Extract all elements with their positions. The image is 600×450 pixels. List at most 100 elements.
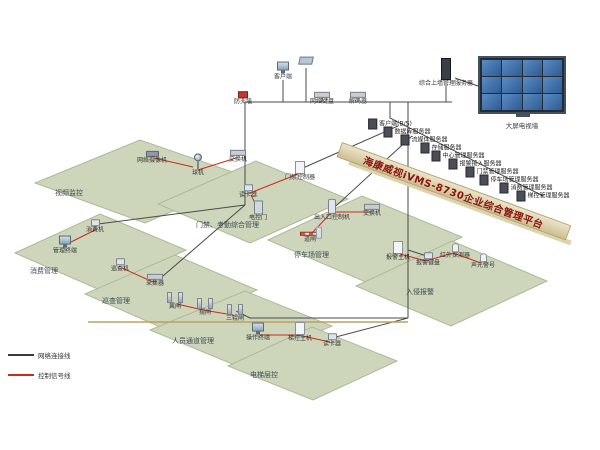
- legend: 网络连接线 控制信号线: [8, 345, 71, 385]
- wall-screen: [542, 77, 562, 93]
- device-parking-switch: 交换机: [362, 203, 382, 217]
- barrier-icon: [300, 226, 322, 239]
- net-line-8: [389, 102, 544, 197]
- device-label: 交换机: [228, 155, 248, 163]
- pos-icon: [115, 258, 125, 266]
- server-icon: [431, 150, 441, 162]
- chain-server-0: 客户端(B/S): [368, 118, 412, 130]
- device-elevator-reader: 读卡器: [323, 333, 341, 347]
- device-alarm-siren: 声光警号: [471, 253, 495, 269]
- platform-passage: [148, 290, 334, 367]
- platform-label-video: 视频监控: [55, 189, 83, 197]
- platform-label-consumption: 消费管理: [30, 267, 58, 275]
- device-patrol-reader: 巡查机: [111, 258, 129, 272]
- wall-screen: [502, 60, 522, 76]
- chain-server-6: 门禁管理服务器: [465, 166, 519, 178]
- pos-icon: [327, 333, 337, 341]
- device-label: 翼闸: [168, 303, 181, 311]
- laptop-icon: [298, 56, 314, 65]
- device-network-keyboard: 网络键盘: [309, 91, 335, 105]
- server-label: 存储服务器: [431, 144, 462, 151]
- detector-icon: [451, 243, 459, 253]
- dome-icon: [193, 153, 202, 170]
- chain-server-3: 存储服务器: [420, 142, 462, 154]
- platform-label-access: 门禁、考勤综合管理: [196, 221, 259, 229]
- server-label: 客户端(B/S): [379, 120, 412, 127]
- device-label: 管理终端: [52, 247, 78, 255]
- signal-line-30: [260, 334, 331, 343]
- panel-icon: [294, 322, 305, 335]
- platform-access: [156, 160, 350, 244]
- server-label: 报警接入服务器: [459, 160, 502, 167]
- wall-screen: [522, 77, 542, 93]
- device-label: 三辊闸: [225, 315, 245, 323]
- panel-icon: [294, 161, 305, 174]
- pc-icon: [58, 235, 71, 248]
- device-label: 声光警号: [470, 262, 496, 270]
- wall-screen: [482, 94, 502, 110]
- device-label: 交换机: [362, 209, 382, 217]
- server-icon: [465, 166, 475, 178]
- device-tripod-gate: 三辊闸: [226, 304, 244, 322]
- platform-label-patrol: 巡查管理: [102, 297, 130, 305]
- switch-icon: [363, 203, 380, 210]
- video-wall-grid: [482, 60, 562, 110]
- device-label: 读卡器: [322, 340, 342, 348]
- net-line-7: [454, 77, 479, 87]
- server-icon: [448, 158, 458, 170]
- device-label: 球机: [191, 169, 205, 177]
- chain-server-7: 停车场管理服务器: [479, 174, 539, 186]
- legend-item-network: 网络连接线: [8, 345, 71, 365]
- server-icon: [479, 174, 489, 186]
- server-label: 流媒体服务器: [411, 136, 448, 143]
- device-swing-gate: 摆闸: [197, 298, 213, 316]
- wall-screen: [482, 60, 502, 76]
- server-label: 消费管理服务器: [510, 184, 553, 191]
- server-icon: [499, 182, 509, 194]
- wall-screen: [542, 94, 562, 110]
- signal-line-24: [311, 213, 331, 234]
- camera-icon: [145, 150, 159, 157]
- server-icon: [420, 142, 430, 154]
- switch-icon: [313, 91, 330, 98]
- signal-line-swatch: [8, 374, 34, 376]
- platform-label-elevator: 电梯层控: [250, 371, 278, 379]
- turnstile-icon: [197, 298, 213, 310]
- switch-icon: [349, 91, 366, 98]
- wall-screen: [522, 60, 542, 76]
- device-label: 解码器: [348, 97, 368, 105]
- switch-icon: [229, 149, 246, 156]
- device-pos-machine: 消费机: [86, 219, 104, 233]
- device-alarm-host: 报警主机: [386, 241, 410, 261]
- device-label: 红外探测器: [439, 252, 471, 260]
- device-label: 巡查机: [110, 265, 130, 273]
- signal-line-20: [197, 157, 237, 171]
- device-decoder: 解码器: [348, 91, 368, 105]
- wall-screen: [522, 94, 542, 110]
- device-label: 网络键盘: [309, 97, 335, 105]
- signal-line-26: [399, 252, 482, 264]
- device-wall-server: 综合上墙管理服务器: [419, 58, 473, 87]
- device-label: 报警主机: [385, 254, 411, 261]
- legend-label-signal: 控制信号线: [38, 372, 71, 380]
- device-label: 客户端: [273, 73, 293, 81]
- signal-line-29: [176, 303, 234, 316]
- signal-line-21: [153, 157, 194, 168]
- video-wall-label: 大屏电视墙: [505, 122, 539, 130]
- device-alarm-keyboard: 报警键盘: [416, 252, 440, 266]
- video-wall: [478, 56, 566, 117]
- device-label: 防火墙: [233, 98, 253, 106]
- server-label: 梯控管理服务器: [527, 192, 570, 199]
- server-label: 数据库服务器: [394, 128, 431, 135]
- device-label: 出入口控制机: [313, 213, 351, 221]
- turnstile-icon: [226, 304, 243, 316]
- device-label: 摆闸: [198, 309, 211, 317]
- device-access-controller: 门禁控制器: [285, 161, 315, 181]
- net-line-10: [331, 317, 409, 339]
- device-patrol-collector: 采集器: [146, 273, 164, 287]
- server-label: 中心管理服务器: [442, 152, 485, 159]
- wall-screen: [502, 94, 522, 110]
- tower-icon: [440, 58, 451, 81]
- platform-label-passage: 人员通道管理: [172, 337, 214, 345]
- server-icon: [368, 118, 378, 130]
